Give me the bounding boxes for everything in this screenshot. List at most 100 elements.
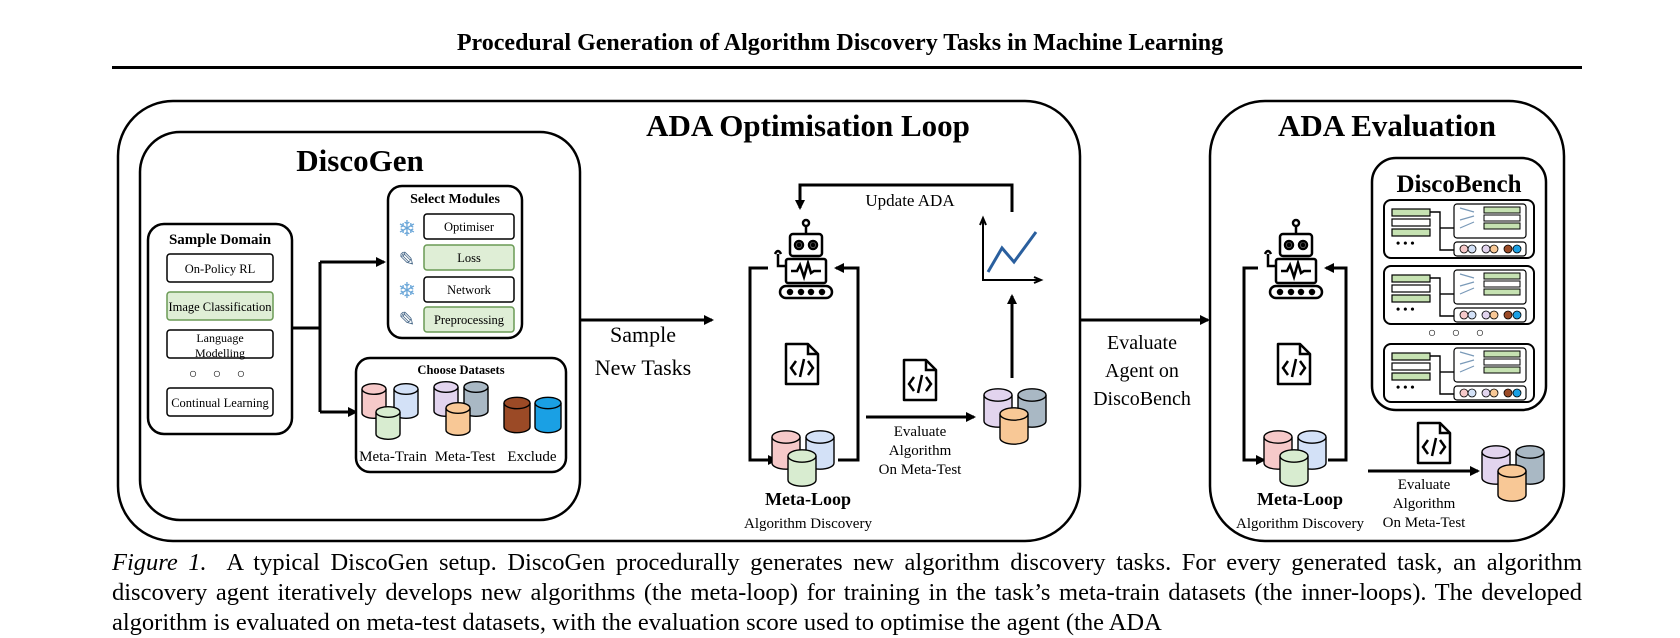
module-label: Network — [447, 283, 491, 297]
domain-label: Modelling — [195, 346, 245, 360]
domain-ellipsis: ○ ○ ○ — [189, 367, 251, 382]
database-icon — [463, 381, 489, 393]
benchmark-task-card — [1383, 343, 1535, 403]
discogen-diagram: • • • ADA Optimisation Loop DiscoGen Sam… — [116, 99, 1566, 543]
meta-loop-arrow — [748, 266, 778, 465]
evaluate-agent-label: Evaluate — [1107, 332, 1177, 354]
meta-test-datasets — [983, 388, 1047, 445]
page-header: Procedural Generation of Algorithm Disco… — [456, 30, 1224, 56]
database-icon — [787, 456, 817, 487]
domain-on-policy-rl — [166, 253, 274, 283]
database-icon — [393, 383, 419, 395]
module-optimiser — [423, 213, 515, 240]
module-network — [423, 276, 515, 303]
code-file-icon — [902, 358, 938, 402]
caption-text: A typical DiscoGen setup. DiscoGen proce… — [112, 549, 1582, 636]
module-loss — [423, 244, 515, 271]
evaluate-algorithm-label: Algorithm — [889, 443, 952, 459]
sample-tasks-label: New Tasks — [595, 355, 691, 380]
snowflake-icon: ❄ — [398, 216, 416, 241]
benchmark-task-card — [1383, 265, 1535, 325]
module-label: Preprocessing — [434, 313, 505, 327]
domain-label: Language — [196, 331, 243, 345]
performance-trend-icon — [986, 231, 1038, 273]
meta-loop-datasets — [1263, 430, 1327, 487]
evaluate-algorithm-label: On Meta-Test — [879, 462, 963, 478]
discogen-title: DiscoGen — [296, 143, 423, 178]
database-icon — [445, 402, 471, 414]
database-icon — [375, 406, 401, 418]
select-modules-title: Select Modules — [410, 192, 500, 207]
discobench-ellipsis: ○ ○ ○ — [1428, 326, 1490, 341]
database-icon — [534, 403, 562, 434]
database-icon — [1017, 388, 1047, 402]
sample-domain-title: Sample Domain — [169, 232, 272, 248]
ada-evaluation-title: ADA Evaluation — [1278, 108, 1496, 143]
database-icon — [503, 403, 531, 434]
database-icon — [445, 408, 471, 436]
benchmark-task-card — [1383, 199, 1535, 259]
meta-loop-arrow — [1324, 263, 1348, 462]
pencil-icon: ✎ — [399, 249, 416, 271]
database-icon — [361, 383, 387, 395]
evaluate-algorithm-label: Algorithm — [1393, 496, 1456, 512]
exclude-label: Exclude — [507, 449, 556, 465]
meta-loop-datasets — [771, 430, 835, 487]
evaluate-algorithm-label: On Meta-Test — [1383, 515, 1467, 531]
domain-label: On-Policy RL — [185, 262, 255, 276]
database-icon — [999, 407, 1029, 421]
database-icon — [1279, 456, 1309, 487]
database-icon — [433, 381, 459, 393]
module-label: Loss — [457, 251, 481, 265]
database-icon — [1497, 471, 1527, 502]
meta-loop-subtitle: Algorithm Discovery — [744, 516, 872, 532]
database-icon — [787, 449, 817, 463]
database-icon — [805, 430, 835, 444]
update-ada-label: Update ADA — [865, 191, 955, 210]
plot-axes-icon — [1033, 276, 1044, 284]
database-icon — [999, 414, 1029, 445]
plot-axes-icon — [979, 215, 987, 226]
meta-loop-arrow — [834, 263, 860, 462]
optimisation-loop-title: ADA Optimisation Loop — [646, 108, 970, 143]
database-icon — [1497, 464, 1527, 478]
database-icon — [1481, 445, 1511, 459]
domain-language-modelling — [166, 329, 274, 359]
domain-label: Image Classification — [168, 300, 272, 314]
database-icon — [1279, 449, 1309, 463]
code-file-icon — [1276, 342, 1312, 386]
meta-test-datasets — [1481, 445, 1545, 502]
meta-train-label: Meta-Train — [359, 449, 427, 465]
meta-test-label: Meta-Test — [435, 449, 496, 465]
meta-loop-title: Meta-Loop — [765, 489, 851, 509]
evaluate-agent-label: Agent on — [1105, 360, 1179, 382]
discobench-title: DiscoBench — [1397, 171, 1522, 198]
evaluate-algorithm-label: Evaluate — [1398, 477, 1451, 493]
figure-label: Figure 1. — [112, 549, 207, 576]
evaluate-agent-label: DiscoBench — [1093, 388, 1191, 410]
meta-loop-title: Meta-Loop — [1257, 489, 1343, 509]
choose-datasets-title: Choose Datasets — [417, 363, 504, 377]
database-icon — [375, 412, 401, 440]
database-icon — [983, 388, 1013, 402]
dataset-cylinders — [361, 381, 562, 440]
code-file-icon — [1416, 421, 1452, 465]
pencil-icon: ✎ — [399, 309, 416, 331]
domain-continual-learning — [166, 387, 274, 417]
module-preprocessing — [423, 306, 515, 333]
code-file-icon — [784, 342, 820, 386]
header-rule — [112, 66, 1582, 69]
database-icon — [503, 396, 531, 410]
database-icon — [1297, 430, 1327, 444]
figure-caption: Figure 1. A typical DiscoGen setup. Disc… — [112, 548, 1582, 638]
sample-tasks-label: Sample — [610, 322, 676, 347]
module-label: Optimiser — [444, 220, 495, 234]
meta-loop-arrow — [1242, 266, 1266, 465]
evaluate-algorithm-label: Evaluate — [894, 424, 947, 440]
database-icon — [534, 396, 562, 410]
update-ada-arrow — [795, 183, 1014, 212]
domain-label: Continual Learning — [171, 396, 269, 410]
domain-image-classification — [166, 291, 274, 321]
plot-axes-icon — [982, 220, 1040, 281]
meta-loop-subtitle: Algorithm Discovery — [1236, 516, 1364, 532]
